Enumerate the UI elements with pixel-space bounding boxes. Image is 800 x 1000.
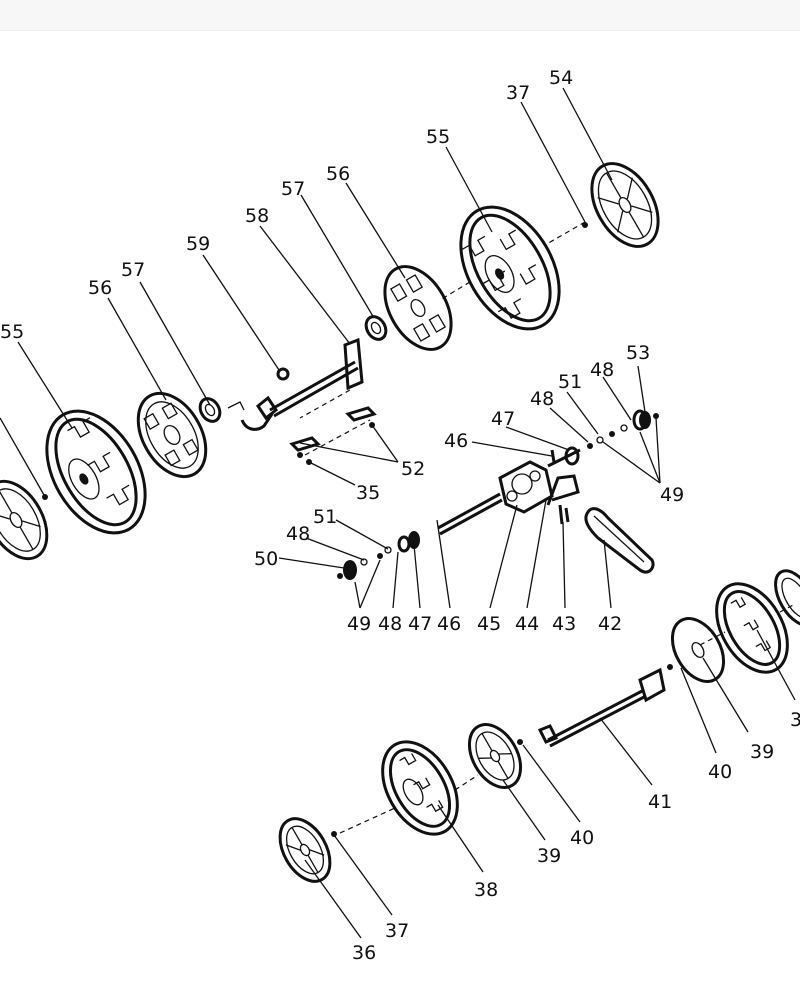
callout-48: 48 (530, 388, 554, 410)
rear-axle (269, 360, 359, 418)
gearbox-shaft (437, 448, 581, 536)
callout-55: 55 (426, 126, 450, 148)
callout-50: 50 (254, 548, 278, 570)
callout-48: 48 (590, 359, 614, 381)
callout-53: 53 (626, 342, 650, 364)
callout-35: 35 (356, 482, 380, 504)
spring-44 (546, 474, 580, 506)
callout-59: 59 (186, 233, 210, 255)
tire-55-upper (459, 205, 561, 331)
callout-labels: 55 37 54 56 57 58 59 57 56 55 53 48 51 4… (0, 67, 800, 964)
hubcap-right-edge (774, 569, 800, 627)
drive-belt-42 (584, 507, 655, 574)
callout-48: 48 (378, 613, 402, 635)
callout-39: 39 (537, 845, 561, 867)
front-bracket (638, 667, 666, 703)
top-bar (0, 0, 800, 31)
hubcap-54 (590, 162, 660, 248)
left-gear-stack (337, 531, 420, 580)
callout-57: 57 (121, 259, 145, 281)
callout-40: 40 (570, 827, 594, 849)
callout-47: 47 (491, 408, 515, 430)
pin-43 (558, 504, 570, 525)
callout-37: 37 (506, 82, 530, 104)
callout-43: 43 (552, 613, 576, 635)
callout-38: 38 (474, 879, 498, 901)
callout-51: 51 (313, 506, 337, 528)
callout-58: 58 (245, 205, 269, 227)
hub-disc-56-upper (383, 265, 453, 351)
callout-47: 47 (408, 613, 432, 635)
callout-36: 36 (352, 942, 376, 964)
callout-41: 41 (648, 791, 672, 813)
callout-44: 44 (515, 613, 539, 635)
callout-46: 46 (444, 430, 468, 452)
callout-56: 56 (326, 163, 350, 185)
callout-46: 46 (437, 613, 461, 635)
callout-52: 52 (401, 458, 425, 480)
washer-57-upper (364, 315, 388, 341)
callout-49: 49 (347, 613, 371, 635)
callout-48: 48 (286, 523, 310, 545)
pin-46-upper (550, 449, 556, 463)
front-axle-assembly (278, 569, 800, 883)
hubcap-left-edge (0, 479, 49, 561)
callout-51: 51 (558, 371, 582, 393)
lever-59 (227, 367, 290, 431)
tire-38 (381, 740, 459, 836)
callout-39: 39 (750, 741, 774, 763)
right-gear-stack (564, 409, 659, 466)
callout-3x: 3 (790, 709, 800, 731)
callout-56: 56 (88, 277, 112, 299)
hub-disc-56-lower (136, 391, 208, 479)
callout-37: 37 (385, 920, 409, 942)
disc-39-left (467, 723, 523, 789)
tire-38-right (715, 582, 789, 674)
clips-52 (289, 406, 377, 465)
callout-42: 42 (598, 613, 622, 635)
callout-54: 54 (549, 67, 573, 89)
gearbox-45 (498, 460, 554, 514)
callout-49: 49 (660, 484, 684, 506)
callout-45: 45 (477, 613, 501, 635)
gearbox-assembly (337, 409, 659, 580)
washer-57-lower (198, 397, 222, 423)
front-axle-41 (547, 688, 647, 748)
callout-55: 55 (0, 321, 24, 343)
leader-lines (0, 87, 796, 939)
rear-axle-assembly (0, 162, 660, 561)
callout-57: 57 (281, 178, 305, 200)
callout-40: 40 (708, 761, 732, 783)
hubcap-36 (278, 817, 332, 883)
disc-39-right (670, 617, 726, 683)
tire-55-lower (45, 409, 147, 535)
